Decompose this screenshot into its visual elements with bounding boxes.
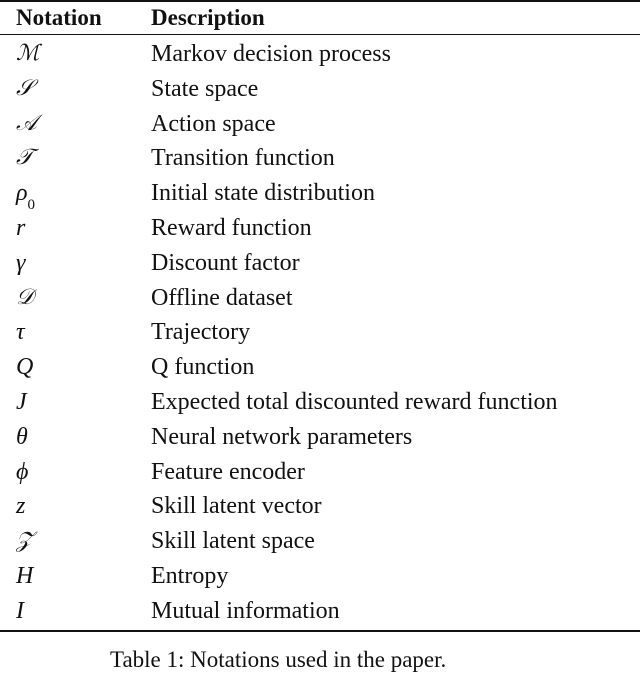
notation-symbol: γ [16,249,26,276]
notation-description: Expected total discounted reward functio… [151,388,558,415]
notation-description: Markov decision process [151,41,391,67]
table-row: 𝒯 Transition function [0,141,640,176]
table-bottom-rule [0,630,640,632]
notation-symbol: J [16,388,27,415]
table-row: I Mutual information [0,594,640,629]
notation-description: Initial state distribution [151,180,375,207]
notation-symbol: H [16,562,34,589]
table-row: z Skill latent vector [0,489,640,524]
notation-symbol: 𝒯 [16,145,33,171]
notation-description: Action space [151,110,276,137]
table-row: θ Neural network parameters [0,420,640,455]
notation-symbol: Q [16,354,34,381]
notation-description: Q function [151,354,255,381]
notation-description: Discount factor [151,249,300,276]
notation-description: Trajectory [151,319,251,346]
notation-symbol: ℳ [16,41,40,66]
table-row: r Reward function [0,211,640,246]
notation-symbol: 𝒟 [16,284,34,310]
notation-symbol: 𝒮 [16,75,34,101]
notation-description: Skill latent vector [151,493,322,520]
table-header-rule [0,34,640,35]
table-row: ϕ Feature encoder [0,455,640,490]
table-caption: Table 1: Notations used in the paper. [110,647,447,672]
table-row: 𝒵 Skill latent space [0,524,640,559]
table-row: ℳ Markov decision process [0,37,640,72]
notation-description: Feature encoder [151,458,305,485]
notation-symbol: r [16,214,26,241]
notation-description: Mutual information [151,597,340,624]
table-row: γ Discount factor [0,246,640,281]
table-row: Q Q function [0,350,640,385]
notation-symbol: z [16,493,26,520]
header-description: Description [151,5,265,30]
notation-symbol: τ [16,319,25,346]
notation-symbol: ρ0 [16,180,36,213]
table-row: 𝒟 Offline dataset [0,281,640,316]
table-top-rule [0,0,640,2]
notation-symbol: 𝒵 [16,528,33,554]
notation-description: Offline dataset [151,284,293,311]
table-row: ρ0 Initial state distribution [0,176,640,213]
header-notation: Notation [16,5,102,30]
notation-description: Reward function [151,214,312,241]
table-row: 𝒜 Action space [0,107,640,142]
notation-symbol: 𝒜 [16,110,37,136]
table-row: 𝒮 State space [0,72,640,107]
notation-description: State space [151,75,259,102]
table-row: J Expected total discounted reward functi… [0,385,640,420]
notation-description: Skill latent space [151,528,315,555]
notation-description: Transition function [151,145,335,172]
notation-description: Neural network parameters [151,423,413,450]
table-row: H Entropy [0,559,640,594]
notation-symbol: ϕ [16,458,29,485]
table-row: τ Trajectory [0,315,640,350]
notation-symbol: θ [16,423,28,450]
notation-symbol: I [16,597,24,624]
notation-description: Entropy [151,562,229,589]
